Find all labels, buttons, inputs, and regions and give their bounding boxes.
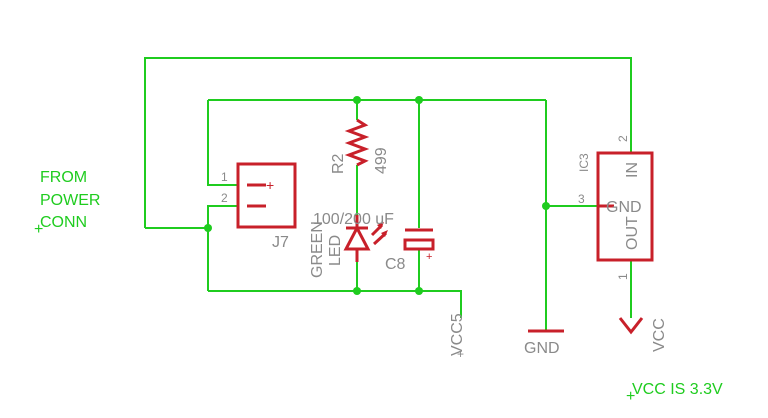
gnd-symbol: GND (524, 329, 564, 357)
led-triangle (343, 224, 371, 251)
ic3-pin-gnd: GND (606, 199, 642, 216)
led-arrowhead-2 (381, 230, 388, 237)
from-label-line3: CONN (40, 214, 87, 231)
led-name-line1: GREEN (309, 221, 326, 278)
from-label-line1: FROM (40, 169, 87, 186)
led-green: GREEN LED (309, 215, 388, 278)
junction-dot (415, 96, 423, 104)
vcc5-net: VCC5 + (449, 313, 466, 361)
r2-ref: R2 (330, 153, 347, 174)
wire-bottom-rail (208, 290, 462, 318)
vcc5-anchor: + (457, 347, 464, 361)
junctions (204, 96, 550, 295)
resistor-r2: R2 499 (330, 118, 390, 174)
j7-pin1-num: 1 (221, 170, 228, 184)
capacitor-c8: + 100/200 uF C8 (313, 211, 435, 273)
wire-j7-pin2 (207, 205, 238, 291)
c8-ref: C8 (385, 256, 406, 273)
ic3-pin-out-num: 1 (616, 273, 630, 280)
r2-value: 499 (373, 147, 390, 174)
ic3-pin-out: OUT (624, 216, 641, 250)
wire-j7-pin1 (207, 100, 238, 186)
junction-dot (353, 287, 361, 295)
junction-dot (353, 96, 361, 104)
gnd-label: GND (524, 340, 560, 357)
j7-ref: J7 (272, 234, 289, 251)
regulator-ic3: IC3 2 IN 3 GND OUT 1 (577, 135, 654, 280)
vcc-arrow (618, 317, 644, 335)
vcc-symbol: VCC (618, 317, 668, 352)
vcc5-label: VCC5 (449, 313, 466, 356)
ic3-pin-in: IN (624, 162, 641, 178)
vcc-note-anchor: + (626, 388, 635, 405)
led-name-line2: LED (327, 235, 344, 266)
connector-j7: + 1 2 J7 (221, 162, 297, 251)
j7-body (236, 162, 297, 229)
vcc-label: VCC (651, 318, 668, 352)
from-label-line2: POWER (40, 192, 100, 209)
ic3-pin-gnd-num: 3 (578, 192, 585, 206)
note-label: VCC IS 3.3V + (626, 381, 723, 405)
c8-value: 100/200 uF (313, 211, 394, 228)
ic3-ref: IC3 (577, 153, 591, 172)
c8-plus: + (426, 251, 432, 263)
led-arrowhead-1 (377, 222, 384, 229)
junction-dot (204, 224, 212, 232)
junction-dot (415, 287, 423, 295)
from-label-anchor: + (34, 221, 43, 238)
ic3-pin-in-num: 2 (616, 135, 630, 142)
c8-plate-bottom (403, 238, 435, 251)
wires (144, 57, 632, 330)
vcc-note: VCC IS 3.3V (632, 381, 723, 398)
from-power-conn-label: FROM POWER CONN + (34, 169, 100, 238)
junction-dot (542, 202, 550, 210)
wire-vin-loop (144, 57, 632, 228)
j7-pin2-num: 2 (221, 191, 228, 205)
r2-zigzag (344, 118, 370, 167)
j7-plus: + (266, 177, 274, 193)
